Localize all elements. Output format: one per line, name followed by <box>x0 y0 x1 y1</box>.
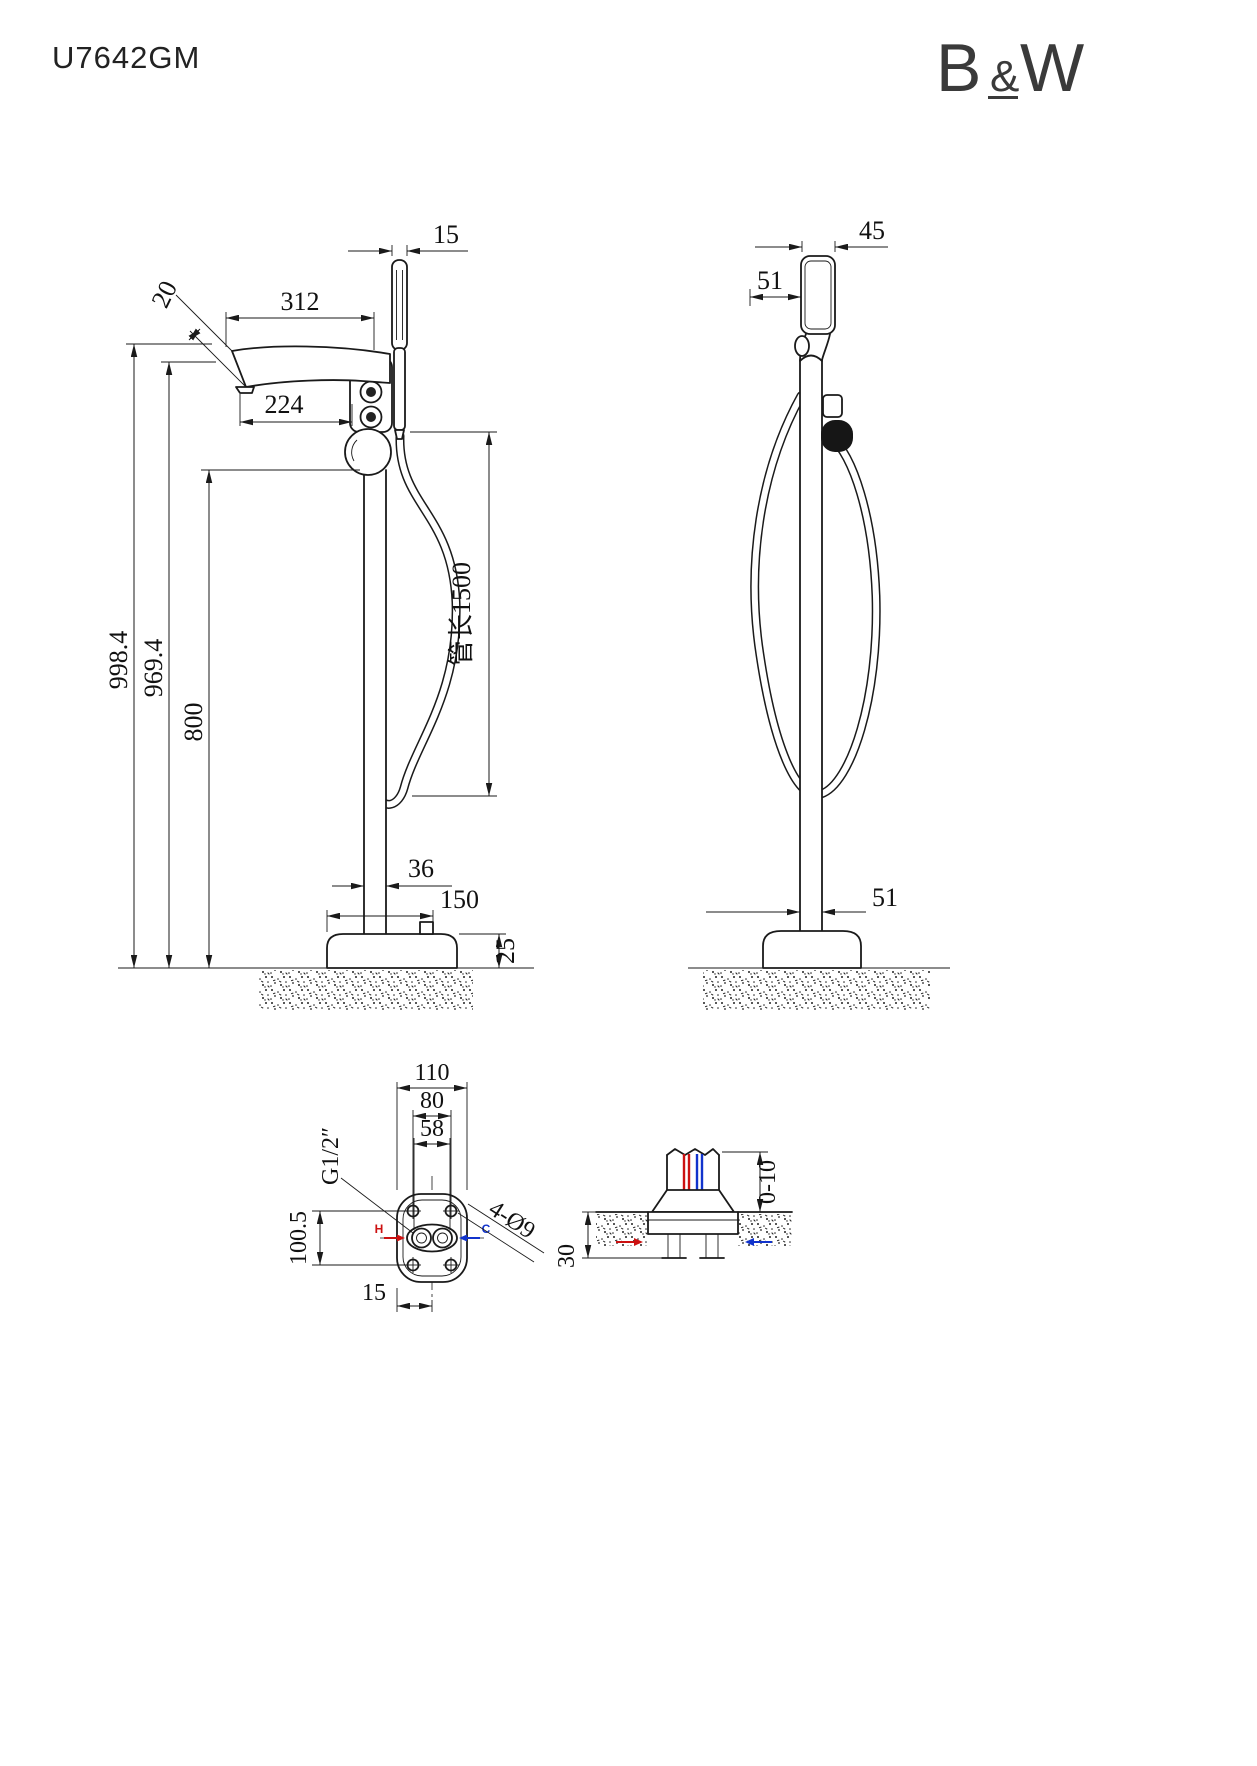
dim-head-width: 45 <box>755 216 888 252</box>
dim-label-51-bottom: 51 <box>872 883 898 912</box>
dim-bolt-spacing-v: 100.5 <box>286 1210 407 1266</box>
embedded-flange <box>647 1211 739 1259</box>
front-spout <box>231 345 391 394</box>
dim-label-36: 36 <box>408 854 434 883</box>
floor-hatch-right <box>738 1214 792 1246</box>
dim-pipe-height: 800 <box>179 469 360 968</box>
front-view: 15 20 312 224 998.4 969.4 <box>104 220 534 1010</box>
cold-inlet-arrow: C <box>459 1222 491 1242</box>
dim-hose-length: 管长1500 <box>410 431 497 797</box>
front-ground <box>118 967 534 1010</box>
hot-supply-arrow <box>616 1238 643 1246</box>
dim-label-15: 15 <box>433 220 459 249</box>
side-bracket <box>822 394 843 418</box>
dim-label-800: 800 <box>179 703 208 742</box>
inlet-ports <box>406 1223 458 1253</box>
dim-flange-width: 110 <box>396 1060 468 1190</box>
hot-label: H <box>375 1222 384 1236</box>
dim-base-height: 25 <box>459 933 520 969</box>
dim-handshower-width: 15 <box>348 220 468 256</box>
side-ground <box>688 967 950 1010</box>
cold-label: C <box>482 1222 491 1236</box>
dim-label-20: 20 <box>146 276 183 312</box>
dim-offset: 15 <box>362 1280 433 1312</box>
side-hand-shower <box>794 255 836 361</box>
dim-floor-gap: 0-10 <box>722 1151 781 1212</box>
holes-label: 4-Ø9 <box>484 1196 540 1245</box>
dim-bolt-spacing: 80 <box>412 1088 452 1205</box>
dim-label-110: 110 <box>414 1060 449 1086</box>
front-hand-shower <box>391 259 408 440</box>
logo-underline <box>988 96 1018 99</box>
front-hose <box>374 431 461 809</box>
dim-head-depth: 51 <box>749 266 801 306</box>
dim-total-height: 998.4 <box>104 343 212 968</box>
side-base <box>762 930 862 969</box>
aerator <box>235 386 255 394</box>
side-riser-pipe <box>799 354 823 932</box>
logo-letter-w: W <box>1020 30 1084 106</box>
bolt-hole-callout: 4-Ø9 <box>457 1196 545 1263</box>
installation-detail: 0-10 30 <box>554 1148 793 1268</box>
front-base <box>326 921 458 969</box>
dim-label-30: 30 <box>554 1244 580 1268</box>
dim-embed-depth: 30 <box>554 1211 662 1268</box>
dim-label-969: 969.4 <box>139 639 168 698</box>
dim-label-80: 80 <box>420 1088 444 1114</box>
logo-letter-b: B <box>936 30 981 106</box>
dim-label-150: 150 <box>440 885 479 914</box>
dim-label-312: 312 <box>281 287 320 316</box>
dim-pipe-width: 36 <box>332 854 452 890</box>
hose-guide <box>419 921 434 935</box>
dim-label-25: 25 <box>491 938 520 964</box>
base-flange-detail: H C 110 80 58 G1/2″ <box>286 1060 545 1312</box>
dim-label-224: 224 <box>265 390 304 419</box>
dim-reach-total: 312 <box>225 287 375 350</box>
front-riser-pipe <box>363 469 387 935</box>
dim-reach-spout: 224 <box>239 390 353 426</box>
dim-label-hose: 管长1500 <box>447 562 476 666</box>
dim-base-width: 150 <box>326 885 479 932</box>
dim-label-51-top: 51 <box>757 266 783 295</box>
dim-label-58: 58 <box>420 1116 444 1142</box>
model-number: U7642GM <box>52 40 200 75</box>
thread-callout: G1/2″ <box>318 1127 414 1234</box>
dim-label-15-offset: 15 <box>362 1280 386 1306</box>
dim-label-100-5: 100.5 <box>286 1211 312 1265</box>
riser-tube-section <box>651 1148 735 1213</box>
cold-supply-arrow <box>745 1238 772 1246</box>
holder-knob <box>794 335 810 357</box>
thread-label: G1/2″ <box>318 1127 344 1185</box>
dim-label-45: 45 <box>859 216 885 245</box>
dim-base-pipe-width: 51 <box>706 883 898 916</box>
hot-inlet-arrow: H <box>375 1222 405 1242</box>
bolt-holes <box>405 1203 459 1273</box>
dim-spout-height: 969.4 <box>139 361 216 968</box>
side-diverter-knob <box>821 420 853 452</box>
dim-label-998: 998.4 <box>104 631 133 690</box>
dim-port-spacing: 58 <box>413 1116 451 1230</box>
dim-label-0-10: 0-10 <box>755 1160 781 1204</box>
escutcheon <box>651 1189 735 1213</box>
side-view: 45 51 51 <box>688 216 950 1010</box>
brand-logo: B & W <box>936 30 1084 106</box>
logo-ampersand: & <box>990 52 1019 101</box>
dim-spout-tip: 20 <box>146 276 247 388</box>
